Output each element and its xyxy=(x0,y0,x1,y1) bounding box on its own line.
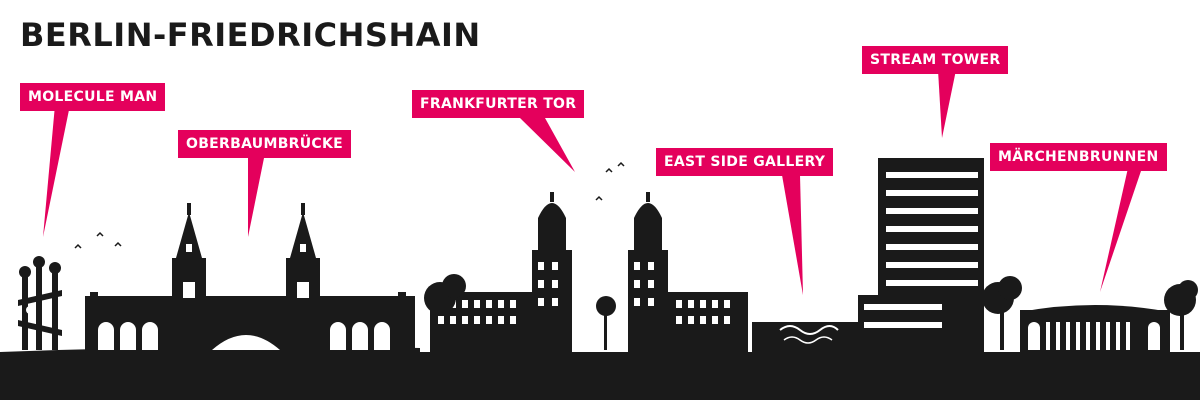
oberbaumbruecke-bridge xyxy=(85,203,415,350)
stream-tower-pointer xyxy=(938,70,956,138)
label-oberbaumbruecke: OBERBAUMBRÜCKE xyxy=(178,130,351,158)
stream-tower-building xyxy=(858,158,984,352)
east-side-gallery-wall xyxy=(752,322,862,352)
label-stream-tower: STREAM TOWER xyxy=(862,46,1009,74)
frankfurter-tor-pointer xyxy=(520,118,575,172)
label-east-side-gallery: EAST SIDE GALLERY xyxy=(656,148,834,176)
frankfurter-tor-buildings xyxy=(424,192,748,352)
page-title: BERLIN-FRIEDRICHSHAIN xyxy=(20,16,481,54)
label-maerchenbrunnen: MÄRCHENBRUNNEN xyxy=(990,143,1167,171)
label-molecule-man: MOLECULE MAN xyxy=(20,83,166,111)
molecule-man-pointer xyxy=(43,105,70,237)
birds xyxy=(74,161,625,249)
maerchenbrunnen-fountain xyxy=(982,276,1198,352)
oberbaumbruecke-pointer xyxy=(248,158,264,237)
molecule-man-sculpture xyxy=(18,256,62,350)
callout-pointers xyxy=(43,70,1142,295)
label-frankfurter-tor: FRANKFURTER TOR xyxy=(412,90,585,118)
east-side-gallery-pointer xyxy=(782,175,803,295)
maerchenbrunnen-pointer xyxy=(1100,168,1142,292)
